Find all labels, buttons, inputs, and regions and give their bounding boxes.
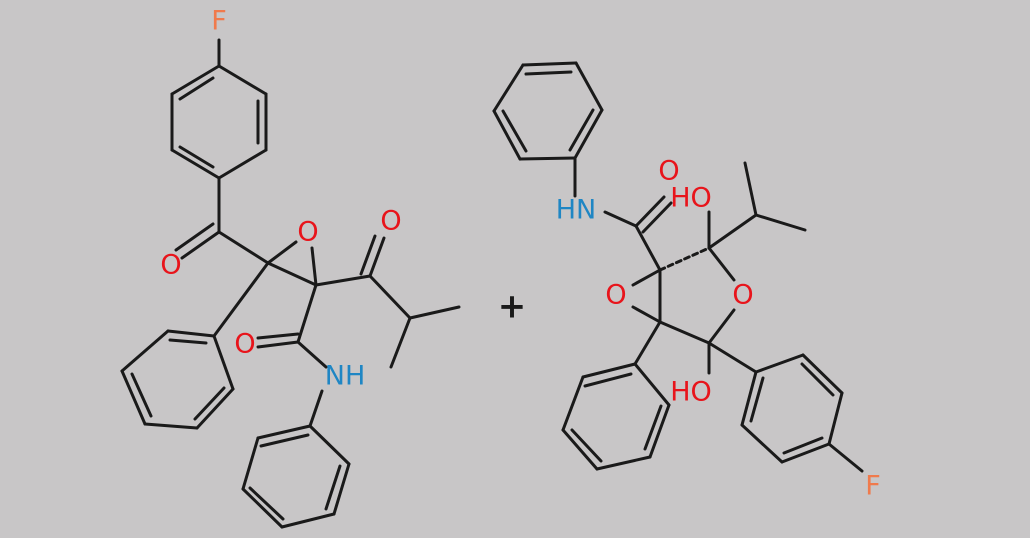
right-phenyl-ring-top bbox=[492, 61, 604, 161]
right-hydroxyl-top-label: HO bbox=[670, 183, 712, 214]
plus-sign: + bbox=[498, 287, 527, 327]
right-fluorophenyl-ring bbox=[740, 353, 864, 473]
left-molecule: F O O O O NH bbox=[120, 6, 461, 529]
right-phenyl-ring-bottom bbox=[561, 362, 671, 471]
left-alkyl-ketone-oxygen-label: O bbox=[380, 206, 401, 237]
right-epoxide-oxygen-label: O bbox=[605, 280, 626, 311]
left-phenyl-ring-a bbox=[120, 329, 235, 430]
left-phenyl-ring-b bbox=[241, 424, 351, 529]
left-amide-oxygen-label: O bbox=[234, 329, 255, 360]
left-fluorine-label: F bbox=[211, 6, 227, 37]
right-amide-nitrogen-label: HN bbox=[556, 195, 597, 226]
left-fluorophenyl-ring bbox=[170, 38, 268, 180]
right-ring-oxygen-label: O bbox=[732, 280, 753, 311]
right-hydroxyl-bottom-label: HO bbox=[670, 377, 712, 408]
left-aryl-ketone-oxygen-label: O bbox=[160, 250, 181, 281]
left-amide-nitrogen-label: NH bbox=[325, 361, 366, 392]
right-fluorine-label: F bbox=[865, 471, 881, 502]
right-amide-oxygen-label: O bbox=[658, 156, 679, 187]
right-molecule: O HN HO O O HO F bbox=[492, 61, 881, 502]
left-epoxide-oxygen-label: O bbox=[297, 217, 318, 248]
